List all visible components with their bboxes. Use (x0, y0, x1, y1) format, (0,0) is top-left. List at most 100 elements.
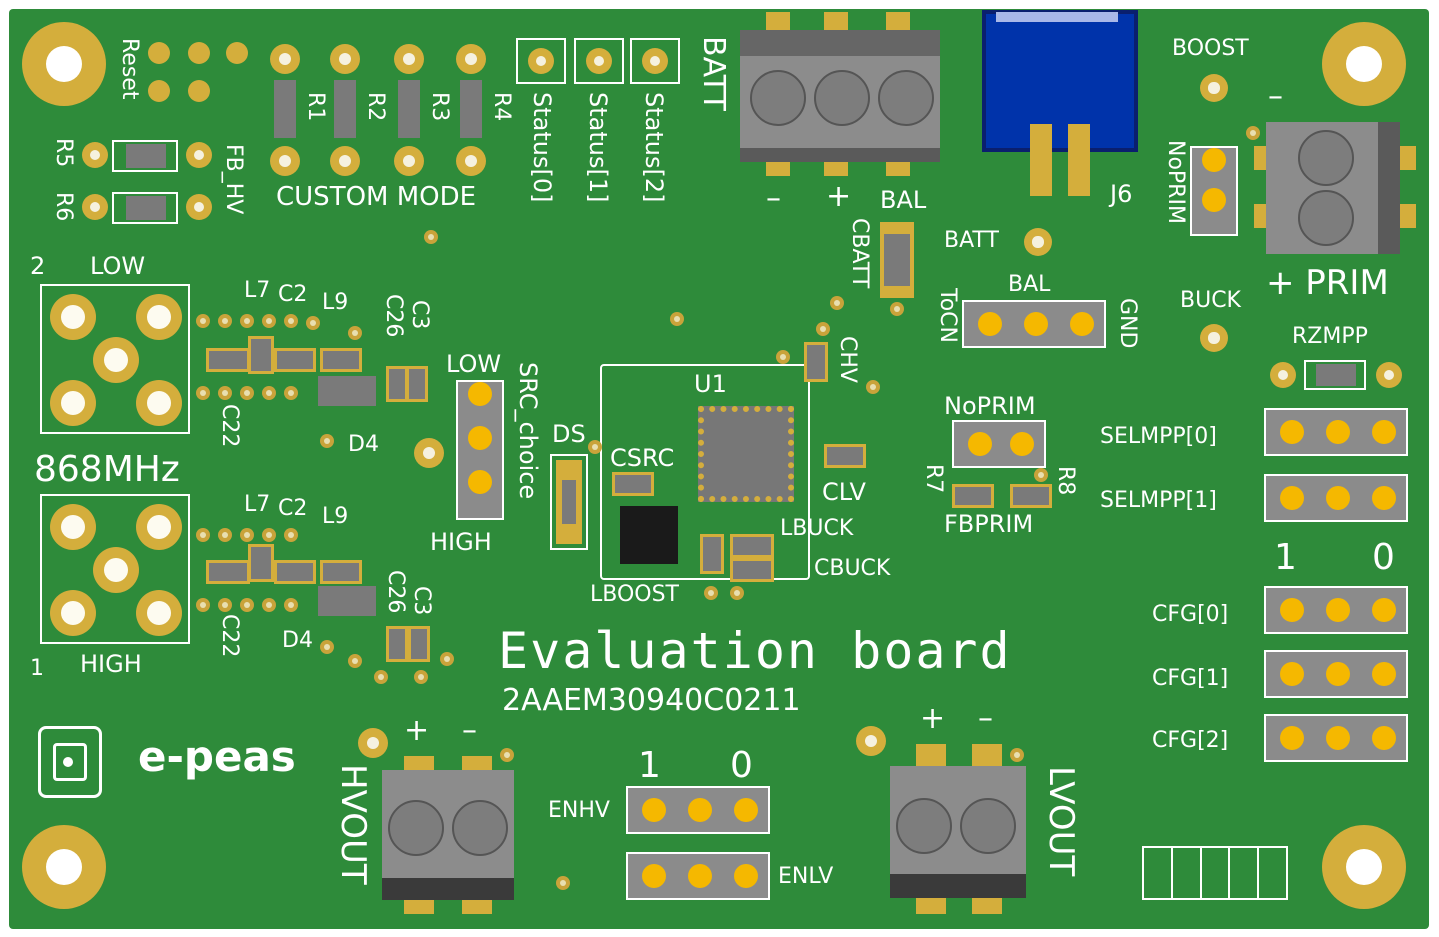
via (196, 386, 210, 400)
via (890, 302, 904, 316)
cfg1-label: CFG[1] (1152, 666, 1229, 691)
status2-pad[interactable] (642, 48, 668, 74)
r3-label: R3 (427, 92, 452, 122)
cfg-one-label: 1 (1274, 537, 1297, 578)
chv-capacitor (804, 342, 828, 382)
r2-resistor (334, 80, 356, 138)
via (830, 296, 844, 310)
cfg0-header[interactable] (1264, 586, 1408, 634)
via (1034, 468, 1048, 482)
status1-pad[interactable] (586, 48, 612, 74)
r5-resistor (126, 144, 166, 168)
batt-screw-3[interactable] (878, 70, 934, 126)
r7-resistor (952, 484, 994, 508)
r2-pad-top (330, 44, 360, 74)
batt-minus-label: – (766, 181, 781, 216)
via (262, 528, 276, 542)
bal-label-top: BAL (880, 186, 927, 214)
via (320, 640, 334, 654)
via (240, 598, 254, 612)
batt-screw-1[interactable] (750, 70, 806, 126)
batt-test-pad[interactable] (1024, 228, 1052, 256)
l7-inductor-low (248, 336, 274, 374)
batt-tab-5 (824, 162, 848, 176)
boost-pad[interactable] (1200, 74, 1228, 102)
src-choice-header[interactable] (456, 380, 504, 520)
prim-screw-1[interactable] (1298, 130, 1354, 186)
reset-pad-3[interactable] (226, 42, 248, 64)
gnd-label: GND (1115, 298, 1140, 349)
lvout-test-pad[interactable] (856, 726, 886, 756)
via (440, 652, 454, 666)
status0-pad[interactable] (528, 48, 554, 74)
enhv-header[interactable] (626, 786, 770, 834)
j6-potentiometer[interactable] (982, 10, 1138, 152)
via (500, 748, 514, 762)
sma-connector-low[interactable] (40, 284, 190, 434)
lvout-plus-label: + (920, 701, 946, 736)
reset-pad-4[interactable] (148, 80, 170, 102)
via (816, 322, 830, 336)
c26-label-high: C26 (383, 570, 408, 614)
ds-diode (562, 480, 576, 524)
hvout-screw-1[interactable] (388, 800, 444, 856)
prim-screw-2[interactable] (1298, 190, 1354, 246)
batt-plus-label: + (826, 179, 852, 214)
buck-pad[interactable] (1200, 324, 1228, 352)
via (262, 314, 276, 328)
hvout-screw-2[interactable] (452, 800, 508, 856)
tocn-label: ToCN (935, 288, 960, 343)
selmpp0-header[interactable] (1264, 408, 1408, 456)
boost-label: BOOST (1172, 36, 1249, 61)
noprim-jumper-horizontal[interactable] (952, 420, 1046, 468)
src-choice-label: SRC_choice (514, 362, 542, 500)
src-high-label: HIGH (430, 528, 492, 556)
j6-pin-2 (1068, 124, 1090, 196)
batt-title: BATT (696, 36, 731, 111)
cbatt-capacitor (884, 234, 910, 286)
cfg1-header[interactable] (1264, 650, 1408, 698)
batt-screw-2[interactable] (814, 70, 870, 126)
reset-pad-5[interactable] (188, 80, 210, 102)
bal-header[interactable] (962, 300, 1106, 348)
sma-connector-high[interactable] (40, 494, 190, 644)
via (218, 386, 232, 400)
c-high-2 (274, 560, 316, 584)
lvout-screw-2[interactable] (960, 798, 1016, 854)
c22-label-high: C22 (217, 614, 242, 658)
reset-pad-2[interactable] (188, 42, 210, 64)
status1-label: Status[1] (584, 92, 612, 203)
ds-outline (550, 454, 588, 550)
selmpp1-header[interactable] (1264, 474, 1408, 522)
antenna-high-label: HIGH (80, 650, 142, 678)
chv-label: CHV (835, 336, 860, 383)
selmpp1-label: SELMPP[1] (1100, 488, 1217, 513)
via (196, 528, 210, 542)
mounting-hole-top-right (1322, 22, 1406, 106)
prim-minus-label: – (1268, 79, 1283, 114)
lvout-label: LVOUT (1041, 766, 1081, 877)
hvout-test-pad[interactable] (358, 728, 388, 758)
r1-label: R1 (303, 92, 328, 122)
lvout-screw-1[interactable] (896, 798, 952, 854)
via (556, 876, 570, 890)
reset-pad-1[interactable] (148, 42, 170, 64)
via (374, 670, 388, 684)
c-high-3 (320, 560, 362, 584)
cfg2-header[interactable] (1264, 714, 1408, 762)
src-test-pad[interactable] (414, 438, 444, 468)
prim-tab-3 (1396, 146, 1416, 170)
r1-resistor (274, 80, 296, 138)
antenna-low-label: LOW (90, 252, 146, 280)
u1-label: U1 (694, 370, 727, 398)
cfg0-label: CFG[0] (1152, 602, 1229, 627)
lbuck-label: LBUCK (780, 516, 854, 541)
via (776, 350, 790, 364)
j6-potentiometer-top (996, 12, 1118, 22)
via (196, 598, 210, 612)
noprim-jumper-vertical[interactable] (1190, 146, 1238, 236)
frequency-label: 868MHz (34, 449, 180, 490)
enlv-header[interactable] (626, 852, 770, 900)
via (240, 528, 254, 542)
rzmpp-pad-right (1376, 362, 1402, 388)
